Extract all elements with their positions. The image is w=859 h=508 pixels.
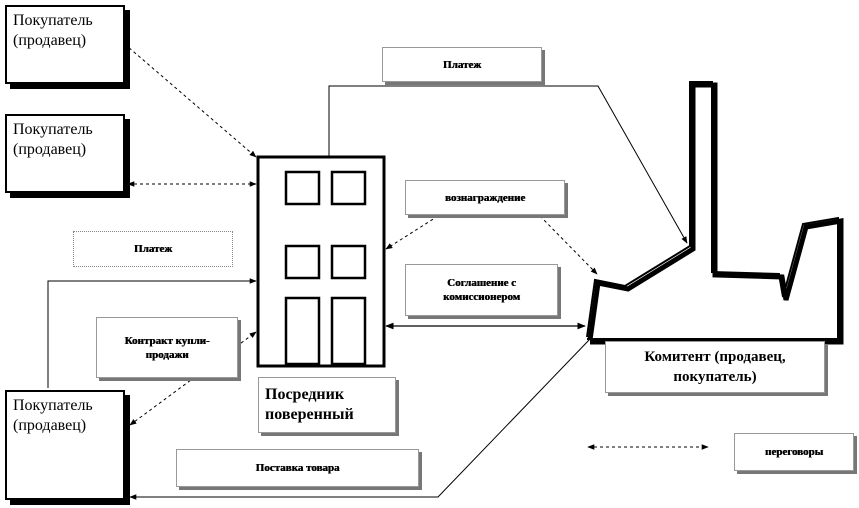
intermediary-label-line1: Посредник <box>265 386 345 403</box>
buyer-bottom-line2: (продавец) <box>13 417 87 434</box>
principal-factory-icon <box>586 81 844 345</box>
buyer-middle-line1: Покупатель <box>13 121 93 138</box>
negotiations-legend-label: переговоры <box>734 433 854 471</box>
principal-label-line1: Комитент (продавец, <box>644 349 786 365</box>
intermediary-label: Посредник поверенный <box>258 377 396 433</box>
payment-top-label: Платеж <box>382 47 542 82</box>
reward-label: вознаграждение <box>405 180 565 215</box>
principal-label: Комитент (продавец, покупатель) <box>605 341 825 393</box>
buyer-middle-line2: (продавец) <box>13 141 87 158</box>
agreement-label: Соглашение с комиссионером <box>405 264 558 316</box>
principal-label-line2: покупатель) <box>673 369 757 385</box>
agreement-label-line1: Соглашение с <box>447 277 516 289</box>
delivery-label: Поставка товара <box>176 449 419 487</box>
contract-label-line2: продажи <box>145 348 189 361</box>
buyer-bottom-box: Покупатель (продавец) <box>5 390 125 500</box>
agreement-label-line2: комиссионером <box>442 291 521 303</box>
contract-label: Контракт купли- продажи <box>96 317 238 378</box>
payment-left-label: Платеж <box>73 231 233 267</box>
buyer-top-box: Покупатель (продавец) <box>5 5 125 84</box>
intermediary-building-icon <box>256 155 386 368</box>
buyer-bottom-line1: Покупатель <box>13 397 93 414</box>
buyer-top-line2: (продавец) <box>13 32 87 49</box>
intermediary-label-line2: поверенный <box>265 406 354 423</box>
contract-label-line1: Контракт купли- <box>124 334 210 347</box>
buyer-middle-box: Покупатель (продавец) <box>5 114 125 193</box>
buyer-top-line1: Покупатель <box>13 12 93 29</box>
